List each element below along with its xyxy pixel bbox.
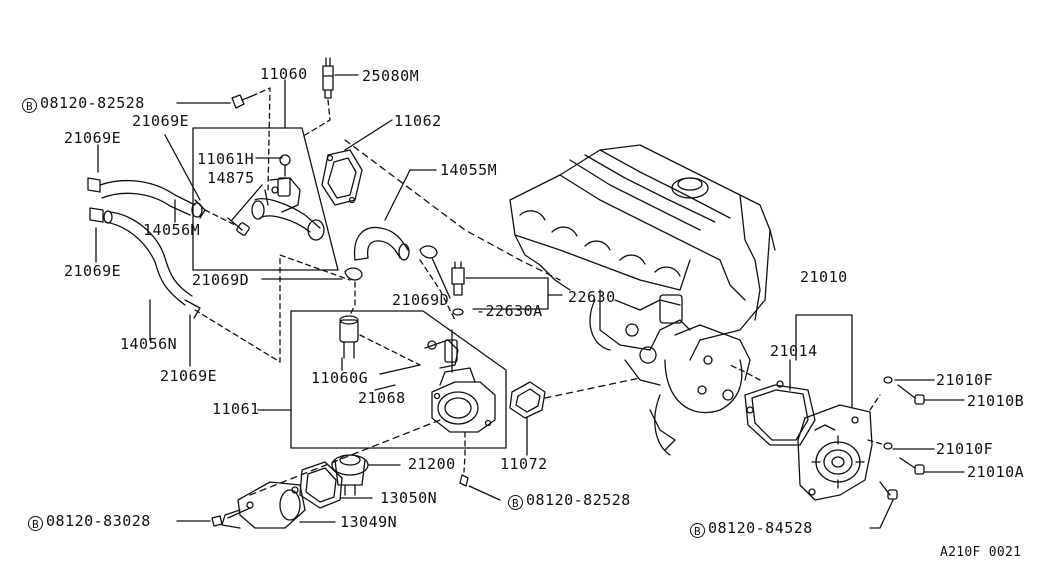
label-21010F-b: 21010F xyxy=(936,440,994,458)
label-21069D-a: 21069D xyxy=(192,271,250,289)
inlet-13049N-drawing xyxy=(221,481,306,529)
label-14056N: 14056N xyxy=(120,335,178,353)
label-21068: 21068 xyxy=(358,389,406,407)
gasket-21014-drawing xyxy=(744,380,816,446)
label-11060: 11060 xyxy=(260,65,308,83)
label-22630A-text: 22630A xyxy=(485,302,543,320)
label-21010B: 21010B xyxy=(967,392,1025,410)
water-pump-drawing xyxy=(797,404,873,501)
gasket-11072-drawing xyxy=(509,381,546,419)
label-14875: 14875 xyxy=(207,169,255,187)
bolt-top-drawing xyxy=(231,94,253,109)
label-08120-83028-text: 08120-83028 xyxy=(46,512,151,530)
hose-14056N-drawing xyxy=(89,207,201,319)
label-21069E-a: 21069E xyxy=(64,129,122,147)
sensor-25080M-drawing xyxy=(322,57,334,99)
label-21014: 21014 xyxy=(770,342,818,360)
clamps-21069D-drawing xyxy=(344,245,438,281)
gasket-11062-drawing xyxy=(321,149,363,206)
label-08120-82528-top-text: 08120-82528 xyxy=(40,94,145,112)
hose-14055M-drawing xyxy=(353,226,410,261)
label-11072: 11072 xyxy=(500,455,548,473)
label-21010F-a: 21010F xyxy=(936,371,994,389)
lower-housing-box xyxy=(290,310,507,449)
label-21069E-b: 21069E xyxy=(132,112,190,130)
label-21010A: 21010A xyxy=(967,463,1025,481)
label-21069E-d: 21069E xyxy=(160,367,218,385)
label-21200: 21200 xyxy=(408,455,456,473)
label-21010: 21010 xyxy=(800,268,848,286)
label-11062: 11062 xyxy=(394,112,442,130)
label-13049N: 13049N xyxy=(340,513,398,531)
bolt-symbol-icon: B xyxy=(28,516,43,531)
label-22630A: -22630A xyxy=(476,302,543,320)
label-13050N: 13050N xyxy=(380,489,438,507)
label-08120-82528-mid-text: 08120-82528 xyxy=(526,491,631,509)
bolt-symbol-icon: B xyxy=(508,495,523,510)
bolt-symbol-icon: B xyxy=(690,523,705,538)
diagram-code: A210F 0021 xyxy=(940,545,1022,560)
label-08120-84528-text: 08120-84528 xyxy=(708,519,813,537)
label-11061: 11061 xyxy=(212,400,260,418)
label-22630: 22630 xyxy=(568,288,616,306)
label-11060G: 11060G xyxy=(311,369,369,387)
engine-head-drawing xyxy=(509,144,776,456)
label-21069D-b: 21069D xyxy=(392,291,450,309)
label-21069E-c: 21069E xyxy=(64,262,122,280)
pump-bolts-drawing xyxy=(879,376,925,500)
label-25080M: 25080M xyxy=(362,67,420,85)
label-11061H: 11061H xyxy=(197,150,255,168)
label-14056M: 14056M xyxy=(143,221,201,239)
bolt-symbol-icon: B xyxy=(22,98,37,113)
pipe-21068-drawing xyxy=(424,339,459,369)
sensor-22630-drawing xyxy=(451,261,465,316)
valve-11060G-drawing xyxy=(339,315,359,359)
label-14055M: 14055M xyxy=(440,161,498,179)
water-outlet-drawing xyxy=(251,154,325,241)
gasket-13050N-drawing xyxy=(299,461,343,509)
thermostat-housing-drawing xyxy=(431,367,496,433)
housing-assembly-box xyxy=(192,127,339,271)
